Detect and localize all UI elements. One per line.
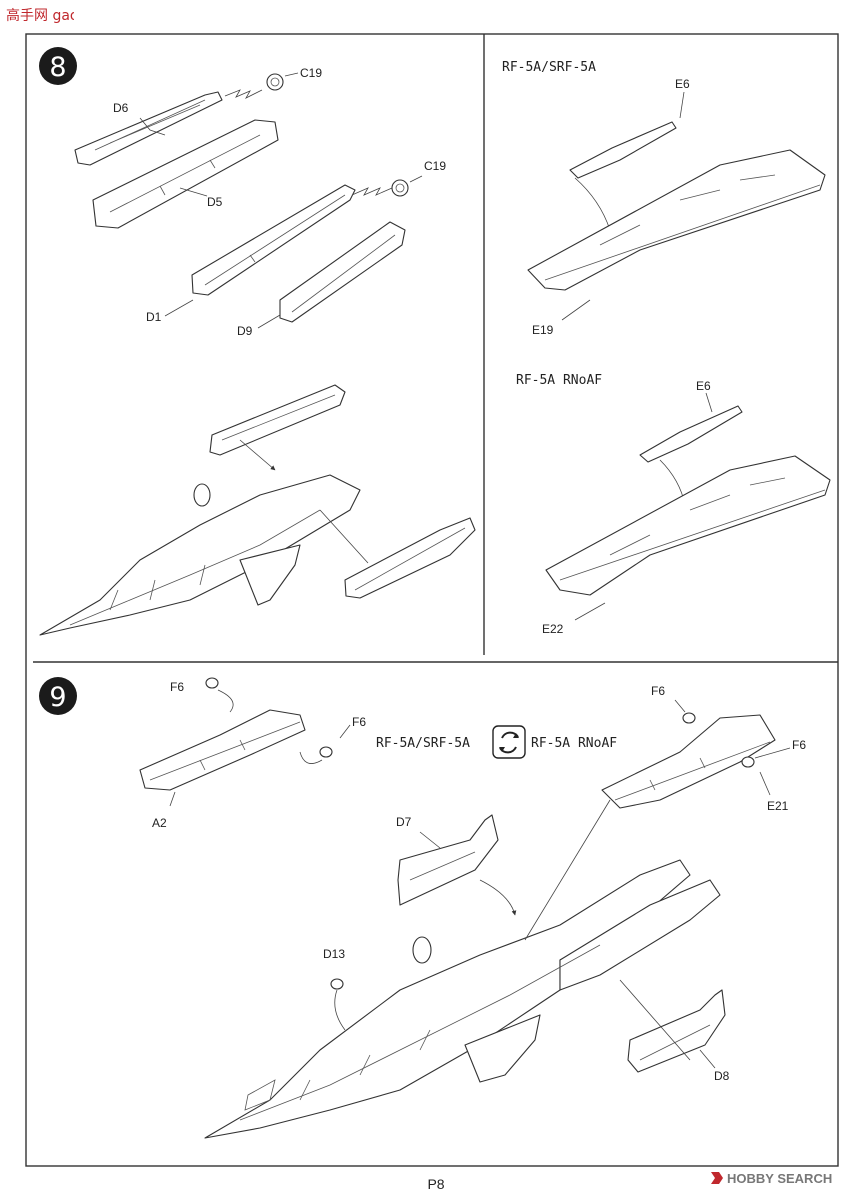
camera-nose-panel-e22 [545, 392, 831, 621]
step-9-badge: 9 [39, 677, 77, 715]
label-e19: E19 [532, 323, 554, 337]
label-e22: E22 [542, 622, 564, 636]
hobby-search-watermark: HOBBY SEARCH [709, 1169, 857, 1192]
camera-nose-panel-e19 [527, 91, 826, 321]
variant-b-header: RF-5A RNoAF [516, 373, 602, 388]
label-a2: A2 [152, 816, 167, 830]
label-d7: D7 [396, 815, 412, 829]
label-c19-a: C19 [300, 66, 322, 80]
panel-d7 [397, 814, 517, 916]
fuselage-step8 [39, 384, 476, 636]
intake-assembly-upper [74, 72, 299, 229]
step9-variant-a-label: RF-5A/SRF-5A [376, 736, 470, 751]
label-d9: D9 [237, 324, 253, 338]
label-e6-a: E6 [675, 77, 690, 91]
step-8-number: 8 [49, 52, 66, 83]
label-f6-2: F6 [352, 715, 366, 729]
page-number: P8 [427, 1176, 444, 1192]
label-d8: D8 [714, 1069, 730, 1083]
label-e21: E21 [767, 799, 789, 813]
step-9-number: 9 [49, 682, 66, 713]
intake-assembly-lower [164, 175, 423, 329]
step-8-badge: 8 [39, 47, 77, 85]
label-c19-b: C19 [424, 159, 446, 173]
hobby-search-logo-icon [711, 1172, 723, 1184]
variant-a-header: RF-5A/SRF-5A [502, 60, 596, 75]
nose-bay-panel-a2 [139, 677, 351, 807]
label-f6-4: F6 [792, 738, 806, 752]
label-d1: D1 [146, 310, 162, 324]
label-f6-3: F6 [651, 684, 665, 698]
hobby-search-text: HOBBY SEARCH [727, 1171, 832, 1186]
label-d13: D13 [323, 947, 345, 961]
nose-bay-panel-e21 [601, 699, 791, 809]
label-e6-b: E6 [696, 379, 711, 393]
page-frame [25, 33, 839, 1167]
fuselage-step9 [204, 799, 721, 1139]
rotate-arrows-icon [492, 725, 526, 759]
site-logo: 高手网 gao.shou.com [4, 4, 151, 39]
label-f6-1: F6 [170, 680, 184, 694]
label-d6: D6 [113, 101, 129, 115]
label-d5: D5 [207, 195, 223, 209]
step9-variant-b-label: RF-5A RNoAF [531, 736, 617, 751]
site-logo-text: 高手网 gao.shou.com [6, 7, 74, 24]
panel-d8 [619, 979, 726, 1073]
